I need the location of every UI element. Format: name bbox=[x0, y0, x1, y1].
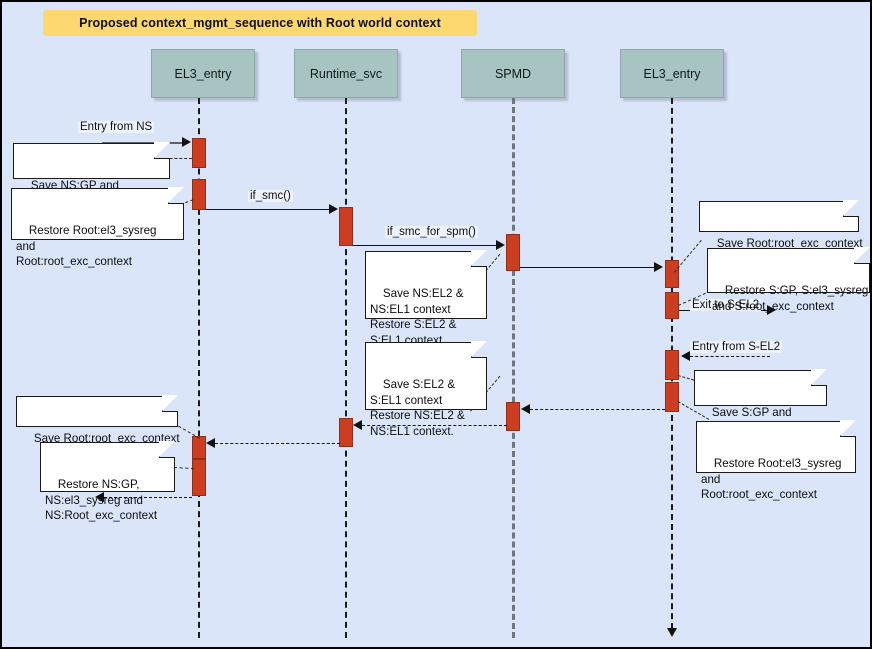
message-label-entry-from-sel2: Entry from S-EL2 bbox=[690, 341, 783, 353]
message-line-entry-from-sel2 bbox=[690, 356, 770, 357]
note-restore-ns-gp: Restore NS:GP, NS:el3_sysreg and NS:Root… bbox=[40, 441, 175, 522]
activation-bar-runtime-svc-2 bbox=[339, 418, 353, 447]
diagram-title: Proposed context_mgmt_sequence with Root… bbox=[43, 10, 477, 36]
message-label-if-smc-for-spm: if_smc_for_spm() bbox=[385, 226, 478, 238]
note-save-root-exc-context-right: Save Root:root_exc_context bbox=[699, 200, 863, 250]
lifeline-label: EL3_entry bbox=[174, 66, 232, 81]
activation-bar-el3-left-1 bbox=[192, 138, 206, 168]
note-fold-icon bbox=[159, 441, 175, 458]
note-text: Save S:EL2 & S:EL1 context Restore NS:EL… bbox=[370, 378, 465, 438]
lifeline-header-el3-entry-left[interactable]: EL3_entry bbox=[151, 49, 255, 98]
note-fold-icon bbox=[168, 187, 184, 204]
note-text: Restore NS:GP, NS:el3_sysreg and NS:Root… bbox=[45, 478, 158, 522]
note-save-root-exc-context-left: Save Root:root_exc_context bbox=[16, 395, 180, 445]
message-line-el3-right-to-spmd bbox=[530, 409, 665, 410]
activation-bar-el3-right-1 bbox=[665, 260, 679, 288]
message-label-entry-from-ns: Entry from NS bbox=[78, 121, 155, 133]
message-line-if-smc bbox=[206, 209, 330, 210]
note-save-s-gp: Save S:GP and S:root_exc_context bbox=[694, 369, 827, 435]
arrow-head-icon-el3-right-to-spmd bbox=[521, 404, 530, 414]
note-text: Restore S:GP, S:el3_sysreg and S:root_ex… bbox=[712, 284, 869, 313]
note-fold-icon bbox=[854, 247, 870, 264]
lifeline-header-spmd[interactable]: SPMD bbox=[461, 49, 565, 98]
note-text: Save Root:root_exc_context bbox=[33, 432, 180, 445]
message-line-spmd-to-el3-right bbox=[520, 267, 655, 268]
note-fold-icon bbox=[471, 250, 487, 267]
activation-bar-runtime-svc-1 bbox=[339, 207, 353, 246]
lifeline-label: EL3_entry bbox=[643, 66, 701, 81]
note-save-ns-gp: Save NS:GP and NS:Root_exc_context bbox=[13, 142, 170, 208]
arrow-head-icon-spmd-to-runtime-svc bbox=[353, 420, 362, 430]
note-fold-icon bbox=[843, 200, 859, 217]
note-connector-1 bbox=[160, 158, 192, 159]
activation-bar-el3-right-3 bbox=[665, 350, 679, 380]
lifeline-header-el3-entry-right[interactable]: EL3_entry bbox=[620, 49, 724, 98]
note-fold-icon bbox=[471, 341, 487, 358]
message-label-if-smc: if_smc() bbox=[248, 190, 293, 202]
lifeline-end-arrow-icon bbox=[667, 628, 677, 637]
lifeline-runtime-svc bbox=[345, 98, 347, 638]
activation-bar-el3-left-3 bbox=[192, 436, 206, 459]
arrow-head-icon-exit-to-sel2 bbox=[767, 305, 776, 315]
lifeline-label: Runtime_svc bbox=[309, 66, 383, 81]
note-fold-icon bbox=[811, 369, 827, 386]
message-line-return-to-ns bbox=[104, 497, 192, 498]
arrow-head-icon-if-smc-for-spm bbox=[496, 240, 505, 250]
activation-bar-el3-right-4 bbox=[665, 382, 679, 412]
note-text: Save NS:EL2 & NS:EL1 context Restore S:E… bbox=[370, 287, 464, 347]
note-fold-icon bbox=[154, 142, 170, 159]
note-connector-10 bbox=[173, 467, 194, 470]
message-line-if-smc-for-spm bbox=[353, 245, 498, 246]
arrow-head-icon-return-to-ns bbox=[95, 492, 104, 502]
lifeline-label: SPMD bbox=[494, 66, 532, 81]
note-restore-root-el3-sysreg-1: Restore Root:el3_sysreg and Root:root_ex… bbox=[11, 187, 184, 268]
message-line-runtime-svc-to-el3-left bbox=[215, 443, 340, 444]
arrow-head-icon-runtime-svc-to-el3-left bbox=[206, 438, 215, 448]
activation-bar-spmd-2 bbox=[506, 402, 520, 431]
lifeline-el3-entry-left bbox=[198, 98, 200, 638]
activation-bar-el3-right-2 bbox=[665, 292, 679, 319]
note-fold-icon bbox=[162, 395, 178, 412]
activation-bar-el3-left-4 bbox=[192, 459, 206, 496]
activation-bar-spmd-1 bbox=[506, 234, 520, 271]
note-text: Save Root:root_exc_context bbox=[716, 237, 863, 250]
activation-bar-el3-left-2 bbox=[192, 179, 206, 210]
arrow-head-icon-spmd-to-el3-right bbox=[654, 262, 663, 272]
arrow-head-icon-if-smc bbox=[329, 204, 338, 214]
message-line-spmd-to-runtime-svc bbox=[362, 425, 507, 426]
message-label-exit-to-sel2: Exit to S-EL2 bbox=[690, 299, 762, 311]
lifeline-header-runtime-svc[interactable]: Runtime_svc bbox=[294, 49, 398, 98]
note-save-s-el2-restore-ns-el2: Save S:EL2 & S:EL1 context Restore NS:EL… bbox=[365, 341, 487, 438]
arrow-head-icon-entry-from-ns bbox=[182, 137, 191, 147]
note-restore-root-el3-sysreg-2: Restore Root:el3_sysreg and Root:root_ex… bbox=[696, 420, 856, 501]
lifeline-spmd bbox=[512, 98, 515, 638]
note-connector-4 bbox=[674, 239, 702, 273]
note-text: Restore Root:el3_sysreg and Root:root_ex… bbox=[701, 457, 842, 501]
note-fold-icon bbox=[840, 420, 856, 437]
arrow-head-icon-entry-from-sel2 bbox=[681, 351, 690, 361]
note-save-ns-el2-restore-s-el2: Save NS:EL2 & NS:EL1 context Restore S:E… bbox=[365, 250, 487, 347]
note-restore-s-gp: Restore S:GP, S:el3_sysreg and S:root_ex… bbox=[707, 247, 870, 313]
note-text: Restore Root:el3_sysreg and Root:root_ex… bbox=[16, 224, 157, 268]
